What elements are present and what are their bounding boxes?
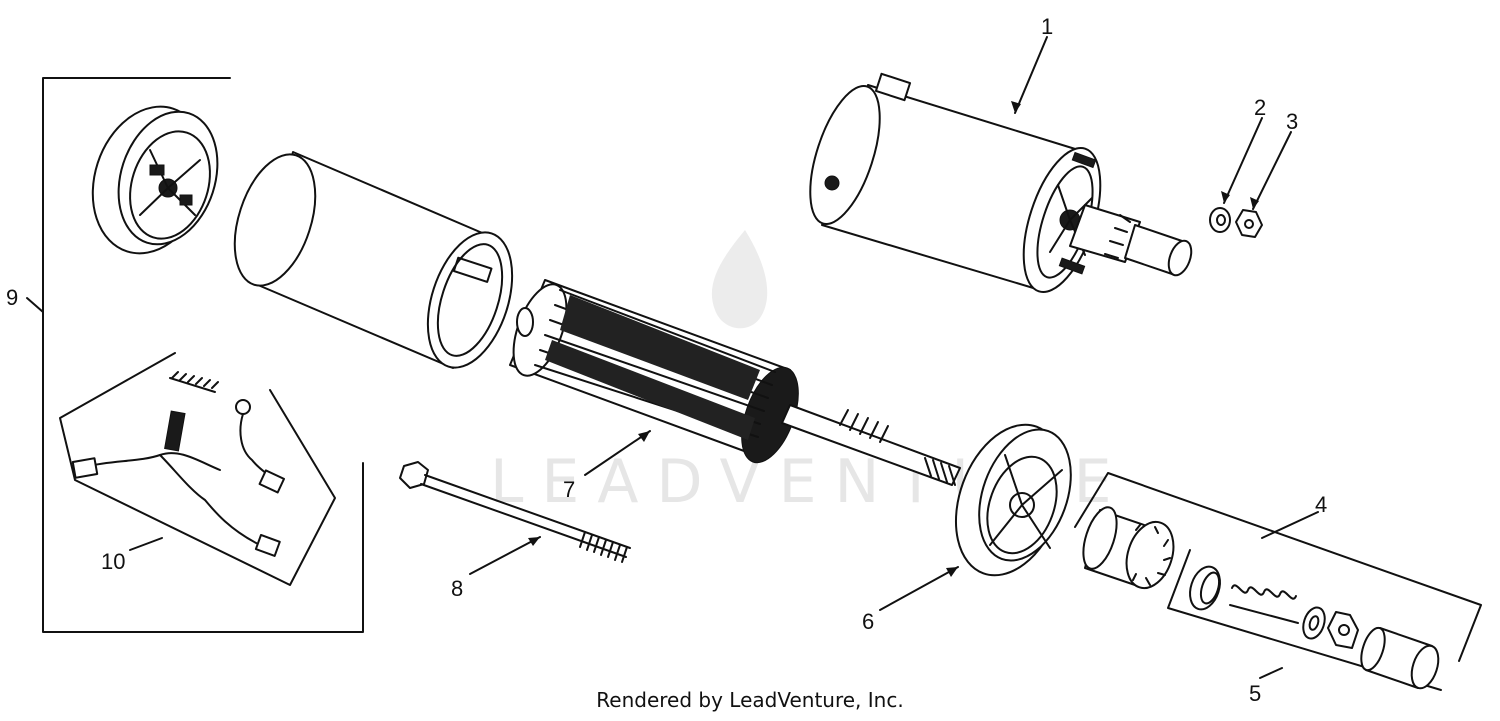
lock-washer: [1209, 207, 1231, 233]
drive-nut: [1327, 611, 1359, 649]
callout-6: 6: [862, 609, 874, 634]
drive-pinion: [1082, 506, 1175, 590]
callout-3: 3: [1286, 109, 1298, 134]
drive-cap: [1360, 626, 1440, 690]
credit-text: Rendered by LeadVenture, Inc.: [596, 688, 904, 712]
brush-spring: [169, 371, 219, 393]
callout-5: 5: [1249, 681, 1261, 706]
through-bolt: [399, 461, 631, 563]
starter-assembly: [809, 72, 1193, 294]
callout-10: 10: [101, 549, 125, 574]
group-9-bracket: [42, 77, 364, 633]
callout-1: 1: [1041, 14, 1053, 39]
end-cap: [91, 105, 219, 255]
motor-housing: [233, 151, 514, 369]
drive-washer: [1302, 606, 1326, 640]
callout-4: 4: [1315, 492, 1327, 517]
callout-8: 8: [451, 576, 463, 601]
callout-7: 7: [563, 477, 575, 502]
hex-nut: [1235, 209, 1263, 238]
leader-lines: [26, 36, 1319, 679]
drive-kit-bracket: [1074, 472, 1482, 691]
callout-9: 9: [6, 285, 18, 310]
brush-plate-group: [59, 352, 336, 586]
callout-labels: 1 2 3 4 5 6 7 8 9 10: [6, 14, 1327, 706]
drive-end-cap: [954, 423, 1072, 577]
drive-sleeve: [1189, 565, 1221, 611]
drive-spring: [1229, 584, 1299, 624]
callout-2: 2: [1254, 95, 1266, 120]
armature: [509, 279, 961, 486]
watermark-flame-icon: [711, 230, 768, 329]
